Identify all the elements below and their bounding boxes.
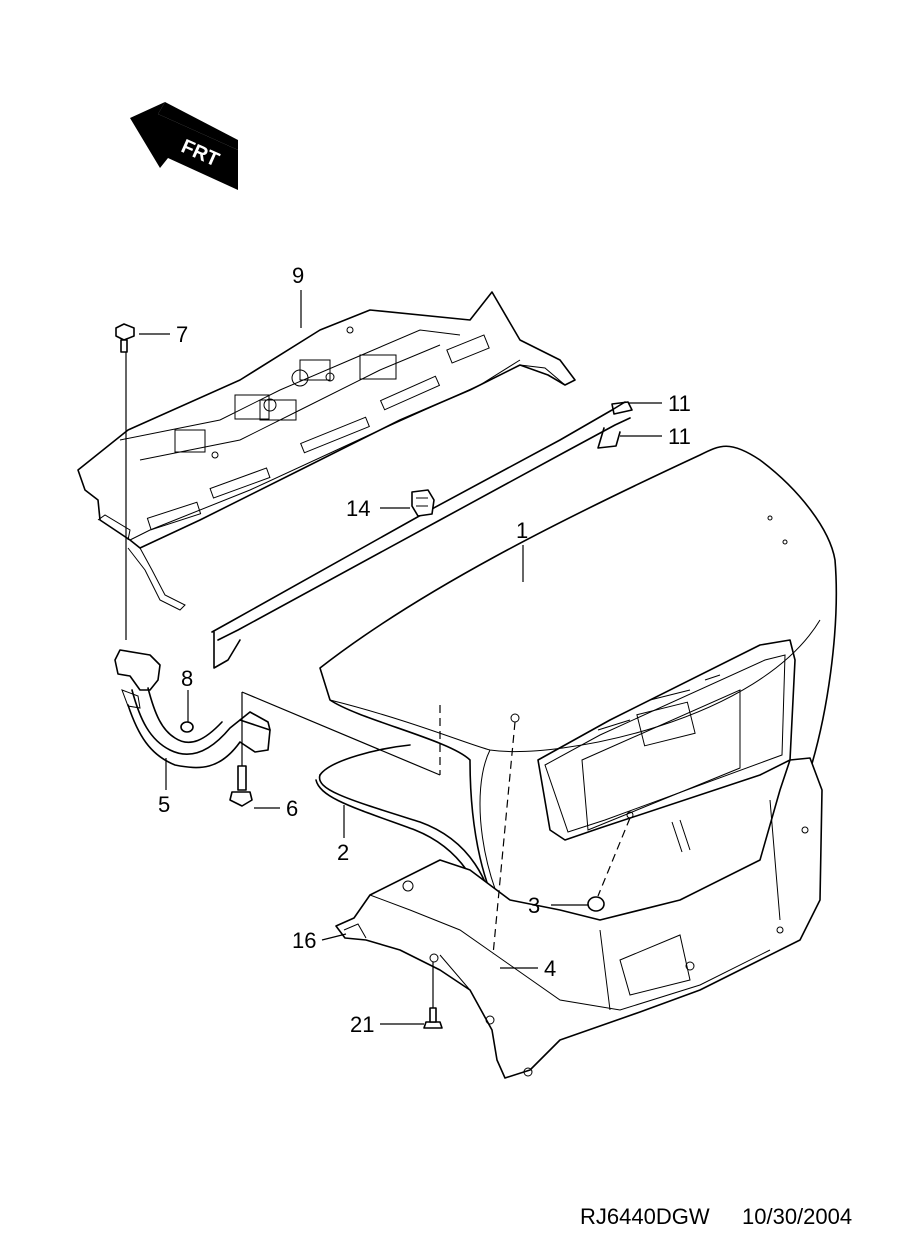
parcel-shelf-panel — [77, 291, 576, 611]
leader-lines — [125, 290, 662, 1025]
callout-4: 4 — [544, 956, 556, 981]
diagram-footer: RJ6440DGW 10/30/2004 — [580, 1204, 852, 1229]
callout-1: 1 — [516, 518, 528, 543]
callout-8: 8 — [181, 666, 193, 691]
callout-14: 14 — [346, 496, 370, 521]
trunk-clip — [411, 489, 435, 517]
callout-11-lower: 11 — [668, 424, 691, 449]
callout-9: 9 — [292, 263, 304, 288]
callout-16: 16 — [292, 928, 316, 953]
callout-labels: 9 7 11 11 14 1 8 5 6 2 3 16 4 21 — [158, 263, 691, 1037]
trim-push-pin — [423, 1007, 443, 1029]
callout-11-upper: 11 — [668, 391, 691, 416]
hinge-stopper — [180, 721, 194, 733]
footer-date: 10/30/2004 — [742, 1204, 852, 1229]
hinge-bolt-lower — [229, 765, 253, 807]
callout-5: 5 — [158, 792, 170, 817]
hinge-bolt-top — [115, 323, 135, 353]
callout-2: 2 — [337, 840, 349, 865]
trunk-lid-trim-panel — [335, 757, 823, 1079]
callout-3: 3 — [528, 893, 540, 918]
callout-6: 6 — [286, 796, 298, 821]
trunk-grommet — [587, 896, 605, 912]
trunk-hinge — [114, 649, 271, 769]
callout-7: 7 — [176, 322, 188, 347]
footer-model-code: RJ6440DGW — [580, 1204, 710, 1229]
callout-21: 21 — [350, 1012, 374, 1037]
trunk-weatherstrip — [211, 401, 633, 669]
front-direction-arrow-icon: FRT — [130, 102, 238, 190]
